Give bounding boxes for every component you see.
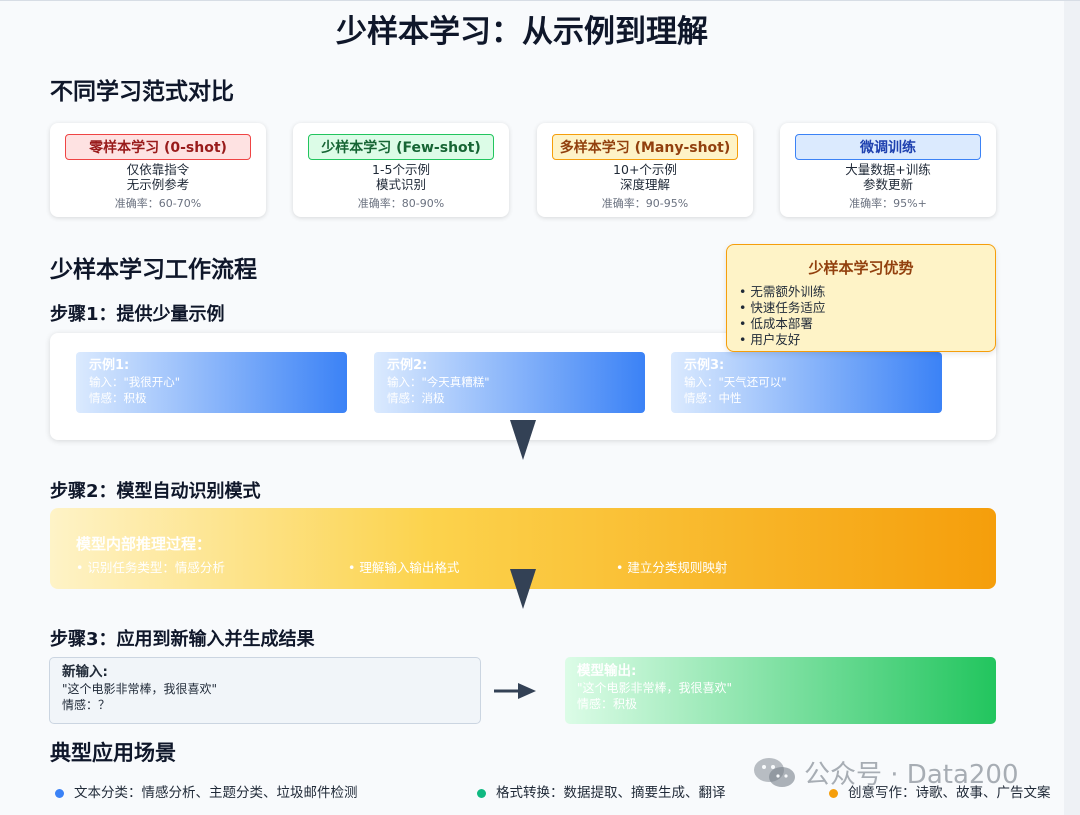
scenario-text: 格式转换：数据提取、摘要生成、翻译 <box>496 785 726 801</box>
step2-reasoning-panel: 模型内部推理过程： • 识别任务类型：情感分析 • 理解输入输出格式 • 建立分… <box>50 508 996 589</box>
card-many-shot: 多样本学习 (Many-shot) 10+个示例 深度理解 准确率：90-95% <box>537 123 753 217</box>
scenario-item: 文本分类：情感分析、主题分类、垃圾邮件检测 <box>55 781 358 801</box>
card-tag: 微调训练 <box>795 134 981 160</box>
down-arrow-icon <box>510 420 536 460</box>
step3-heading: 步骤3：应用到新输入并生成结果 <box>50 629 315 650</box>
top-line <box>0 0 1080 1</box>
bullet-dot-icon <box>55 788 64 798</box>
advantages-list: • 无需额外训练 • 快速任务适应 • 低成本部署 • 用户友好 <box>739 284 995 348</box>
example-card: 示例1: 输入："我很开心" 情感：积极 <box>76 352 347 413</box>
reasoning-item: • 理解输入输出格式 <box>348 560 460 575</box>
reasoning-item: • 识别任务类型：情感分析 <box>76 560 225 575</box>
down-arrow-icon <box>510 569 536 609</box>
scenario-item: 格式转换：数据提取、摘要生成、翻译 <box>477 781 726 801</box>
advantages-title: 少样本学习优势 <box>808 259 914 277</box>
new-input-text: "这个电影非常棒，我很喜欢" <box>62 682 218 696</box>
scenario-text: 文本分类：情感分析、主题分类、垃圾邮件检测 <box>74 785 358 801</box>
model-output-title: 模型输出: <box>577 663 637 679</box>
model-output-box: 模型输出: "这个电影非常棒，我很喜欢" 情感：积极 <box>565 657 996 724</box>
example-sentiment: 情感：中性 <box>684 391 742 405</box>
card-accuracy: 准确率：90-95% <box>601 197 689 210</box>
bullet-dot-icon <box>829 788 838 798</box>
right-arrow-icon <box>494 683 536 699</box>
card-tag: 多样本学习 (Many-shot) <box>552 134 738 160</box>
advantage-item: • 用户友好 <box>739 332 801 347</box>
card-tag: 少样本学习 (Few-shot) <box>308 134 494 160</box>
card-tag: 零样本学习 (0-shot) <box>65 134 251 160</box>
new-input-title: 新输入: <box>62 664 108 680</box>
example-sentiment: 情感：消极 <box>387 391 445 405</box>
example-title: 示例1: <box>89 358 130 373</box>
step2-heading: 步骤2：模型自动识别模式 <box>50 481 261 502</box>
card-line: 深度理解 <box>619 177 670 192</box>
model-output-sentiment: 情感：积极 <box>577 697 638 711</box>
advantage-item: • 低成本部署 <box>739 316 813 331</box>
advantages-box: 少样本学习优势 • 无需额外训练 • 快速任务适应 • 低成本部署 • 用户友好 <box>726 244 996 352</box>
card-zero-shot: 零样本学习 (0-shot) 仅依靠指令 无示例参考 准确率：60-70% <box>50 123 266 217</box>
card-accuracy: 准确率：60-70% <box>114 197 202 210</box>
bullet-dot-icon <box>477 788 486 798</box>
example-input: 输入："天气还可以" <box>684 375 787 389</box>
wechat-icon <box>754 758 795 787</box>
example-title: 示例2: <box>387 358 428 373</box>
watermark-text: 公众号 · Data200 <box>804 760 1019 790</box>
example-title: 示例3: <box>684 358 725 373</box>
scenarios-heading: 典型应用场景 <box>50 741 176 765</box>
example-input: 输入："今天真糟糕" <box>387 375 490 389</box>
card-line: 10+个示例 <box>613 162 677 177</box>
step1-heading: 步骤1：提供少量示例 <box>50 304 225 325</box>
model-output-text: "这个电影非常棒，我很喜欢" <box>577 681 733 695</box>
advantage-item: • 快速任务适应 <box>739 300 826 315</box>
example-card: 示例3: 输入："天气还可以" 情感：中性 <box>671 352 942 413</box>
advantage-item: • 无需额外训练 <box>739 284 826 299</box>
example-sentiment: 情感：积极 <box>89 391 147 405</box>
scenario-item: 创意写作：诗歌、故事、广告文案 <box>829 781 1051 801</box>
reasoning-item: • 建立分类规则映射 <box>616 560 728 575</box>
comparison-heading: 不同学习范式对比 <box>50 79 234 105</box>
card-line: 参数更新 <box>862 177 913 192</box>
card-line: 仅依靠指令 <box>126 162 190 177</box>
example-input: 输入："我很开心" <box>89 375 181 389</box>
new-input-box: 新输入: "这个电影非常棒，我很喜欢" 情感：？ <box>49 657 481 724</box>
card-few-shot: 少样本学习 (Few-shot) 1-5个示例 模式识别 准确率：80-90% <box>293 123 509 217</box>
page-title: 少样本学习：从示例到理解 <box>336 14 708 50</box>
card-line: 无示例参考 <box>126 177 190 192</box>
card-line: 模式识别 <box>375 177 426 192</box>
example-card: 示例2: 输入："今天真糟糕" 情感：消极 <box>374 352 645 413</box>
new-input-sentiment: 情感：？ <box>62 698 111 712</box>
card-accuracy: 准确率：80-90% <box>357 197 445 210</box>
right-strip <box>1064 0 1080 815</box>
card-line: 大量数据+训练 <box>845 162 931 177</box>
reasoning-title: 模型内部推理过程： <box>76 535 212 553</box>
card-fine-tune: 微调训练 大量数据+训练 参数更新 准确率：95%+ <box>780 123 996 217</box>
workflow-heading: 少样本学习工作流程 <box>50 257 257 283</box>
card-accuracy: 准确率：95%+ <box>849 197 927 210</box>
scenario-text: 创意写作：诗歌、故事、广告文案 <box>848 785 1051 801</box>
card-line: 1-5个示例 <box>372 162 430 177</box>
